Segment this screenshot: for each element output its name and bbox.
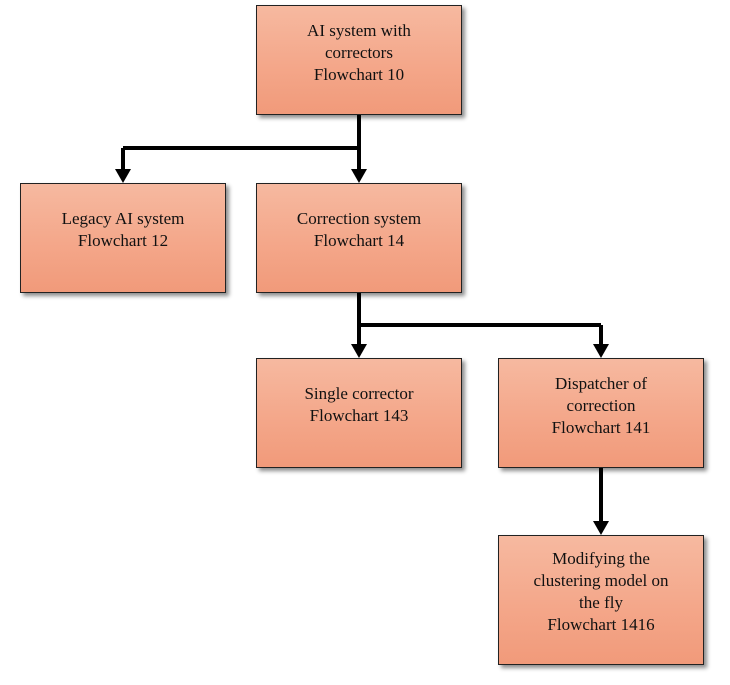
node-text-line: Legacy AI system xyxy=(61,209,185,228)
node-text-line: Flowchart 141 xyxy=(551,418,651,437)
node-text-line: correctors xyxy=(325,43,393,62)
arrowhead-single xyxy=(351,344,367,358)
arrowhead-correction xyxy=(351,169,367,183)
node-text-line: Flowchart 12 xyxy=(77,231,169,250)
node-text-line: clustering model on xyxy=(533,571,669,590)
node-single-corrector: Single corrector Flowchart 143 xyxy=(256,358,462,468)
node-ai-system-with-correctors: AI system with correctors Flowchart 10 xyxy=(256,5,462,115)
arrowhead-dispatcher xyxy=(593,344,609,358)
node-text-line: Single corrector xyxy=(304,384,414,403)
node-text-line: AI system with xyxy=(307,21,411,40)
node-text-line: Flowchart 10 xyxy=(313,65,405,84)
node-text-line: Flowchart 143 xyxy=(309,406,409,425)
arrowhead-legacy xyxy=(115,169,131,183)
node-text-line: the fly xyxy=(579,593,623,612)
arrowhead-modifying xyxy=(593,521,609,535)
node-text-line: Flowchart 14 xyxy=(313,231,405,250)
node-modifying-clustering-model: Modifying the clustering model on the fl… xyxy=(498,535,704,665)
node-text-line: Modifying the xyxy=(552,549,650,568)
node-text-line: correction xyxy=(566,396,636,415)
node-text-line: Flowchart 1416 xyxy=(547,615,655,634)
node-text-line: Correction system xyxy=(296,209,422,228)
node-correction-system: Correction system Flowchart 14 xyxy=(256,183,462,293)
node-dispatcher-of-correction: Dispatcher of correction Flowchart 141 xyxy=(498,358,704,468)
node-legacy-ai-system: Legacy AI system Flowchart 12 xyxy=(20,183,226,293)
node-text-line: Dispatcher of xyxy=(554,374,648,393)
